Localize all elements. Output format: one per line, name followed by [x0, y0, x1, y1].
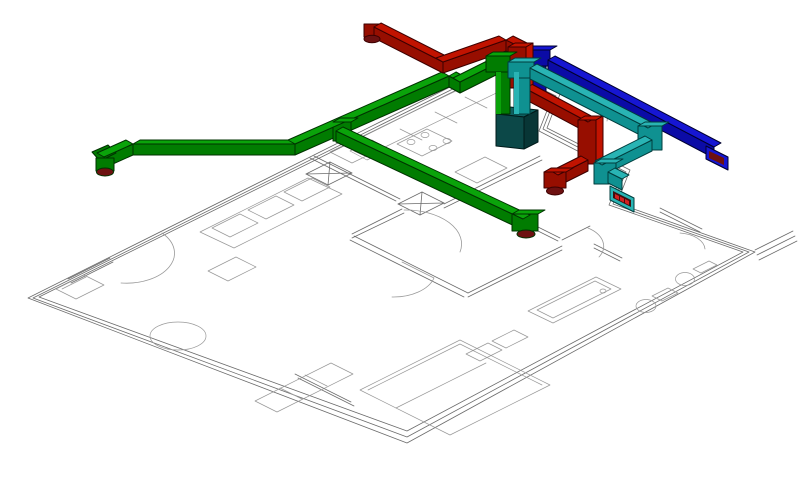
slotted-grille [609, 185, 635, 213]
bedroom-furniture [254, 329, 551, 436]
unit-front [495, 113, 525, 150]
green-duct [91, 58, 546, 239]
blue-duct [525, 45, 729, 171]
rug [149, 321, 207, 351]
round-cap-top-left [363, 34, 381, 44]
unit-right [523, 109, 539, 150]
toilet [675, 260, 718, 286]
wardrobe [254, 362, 354, 413]
vent-shaft [305, 161, 353, 186]
bathtub [527, 276, 622, 324]
interior-walls [305, 155, 703, 298]
round-diffuser-bath [546, 186, 564, 196]
kitchen-island [454, 156, 508, 184]
bathroom-fixtures [527, 260, 718, 324]
red-duct [363, 22, 604, 196]
sofa [199, 177, 343, 249]
stove [396, 128, 453, 157]
bed [359, 329, 551, 436]
cyan-duct [507, 57, 670, 213]
bathroom-sink [635, 287, 679, 313]
round-diffuser-hall [516, 229, 536, 239]
round-diffuser-left [96, 167, 114, 177]
coffee-table [207, 256, 257, 282]
armchair [55, 274, 105, 300]
living-furniture [55, 177, 343, 351]
green-riser [485, 51, 518, 115]
